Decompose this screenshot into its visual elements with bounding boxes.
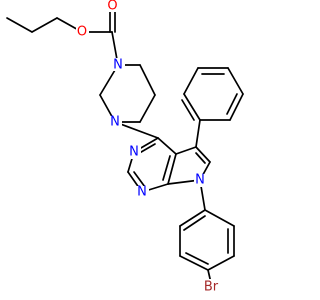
atom-n-pyrrole: N [194, 173, 207, 188]
bond-ph-1-double [181, 99, 195, 121]
bond-ethyl-ch3 [6, 17, 33, 33]
atom-n-pyrimidine-2: N [136, 185, 149, 200]
molecule-canvas: O O N N N N N Br [6, 0, 244, 295]
bond-ph-1 [183, 93, 201, 121]
bond-pip-5 [139, 64, 156, 96]
atom-o-carbonyl: O [106, 0, 119, 14]
atom-n-pyrimidine-2-label: N [137, 185, 147, 200]
atom-n-pyrimidine-1: N [128, 145, 141, 160]
atom-o-ester-label: O [77, 25, 87, 40]
atom-n-piperazine-top-label: N [113, 58, 123, 73]
bond-bph-1-double [183, 215, 206, 231]
atom-br: Br [200, 279, 222, 295]
bond-c7a-c4a-double [162, 155, 171, 181]
bond-c5-c6-double [195, 152, 206, 164]
atom-n-pyrimidine-1-label: N [129, 145, 139, 160]
bond-c7a-c4a [167, 153, 177, 185]
bond-c4a-c5 [175, 146, 197, 155]
bond-ph-2 [183, 67, 199, 95]
atom-o-carbonyl-label: O [107, 0, 117, 14]
bond-c4a-c4 [157, 137, 177, 155]
bond-c2-n1-double [133, 171, 146, 188]
bond-pip-4 [139, 94, 156, 123]
bond-bph-6 [204, 209, 235, 227]
bond-bph-1 [179, 209, 206, 227]
atom-n-piperazine-bottom-label: N [110, 115, 120, 130]
bond-ph-4 [227, 67, 244, 95]
structure-diagram: O O N N N N N Br [6, 0, 244, 295]
atom-n-piperazine-top: N [112, 58, 125, 73]
bond-bph-3 [179, 255, 209, 271]
bond-c5-phenyl [195, 119, 201, 148]
bond-ph-5-double [226, 93, 238, 115]
bond-ethyl-ch2 [31, 17, 58, 33]
bond-ph-5 [229, 93, 244, 121]
bond-bph-3-double [185, 252, 209, 265]
bond-c5-c6 [195, 146, 211, 163]
atom-br-label: Br [204, 280, 219, 295]
bond-bph-4 [207, 255, 235, 271]
bond-pip-n-c4 [114, 121, 159, 139]
atom-n-pyrrole-label: N [195, 173, 205, 188]
atom-n-piperazine-bottom: N [109, 115, 122, 130]
atom-o-ester: O [76, 25, 89, 40]
